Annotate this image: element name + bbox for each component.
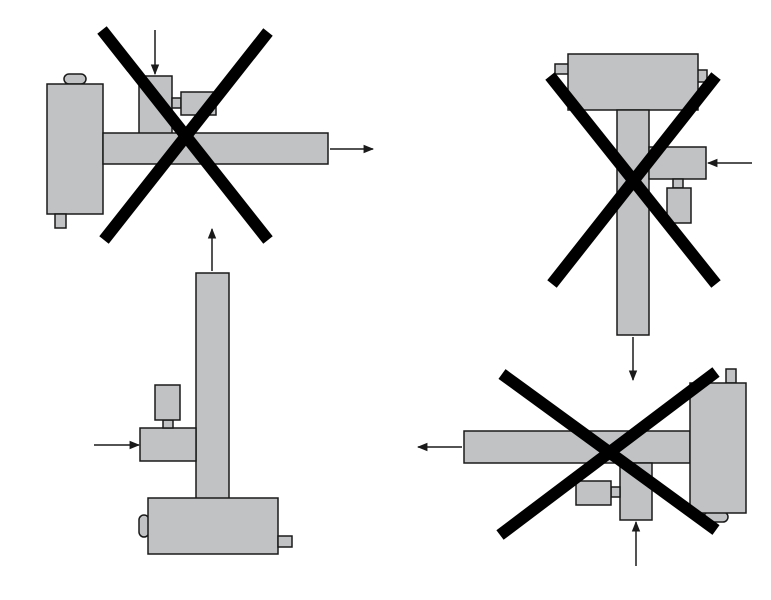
pump-top-nub: [63, 73, 87, 85]
inlet-pipe: [139, 427, 197, 462]
pump-bottom-nub: [54, 213, 67, 229]
motor-housing: [567, 53, 699, 111]
pump-left-nub: [554, 63, 570, 75]
cross-mark: [496, 367, 720, 540]
valve-stem: [162, 419, 174, 429]
panel-bottom-right: [416, 367, 747, 566]
panel-bottom-left: [94, 227, 293, 555]
panel-top-left: [46, 26, 375, 244]
outlet-pipe: [102, 132, 329, 165]
cross-mark: [545, 72, 721, 288]
motor-housing: [46, 83, 104, 215]
valve-head: [666, 187, 692, 224]
panel-top-right: [545, 53, 752, 382]
cross-mark: [97, 26, 273, 244]
outlet-pipe: [616, 109, 650, 336]
outlet-pipe: [463, 430, 691, 464]
outlet-pipe: [195, 272, 230, 500]
pump-body: [46, 73, 104, 229]
valve-stem: [171, 97, 182, 109]
valve-head: [575, 480, 612, 506]
motor-housing: [689, 382, 747, 514]
pump-top-nub: [725, 368, 737, 384]
valve-stem: [610, 486, 621, 498]
pump-right-nub: [277, 535, 293, 548]
motor-housing: [147, 497, 279, 555]
valve-stem: [672, 178, 684, 189]
valve-head: [154, 384, 181, 421]
